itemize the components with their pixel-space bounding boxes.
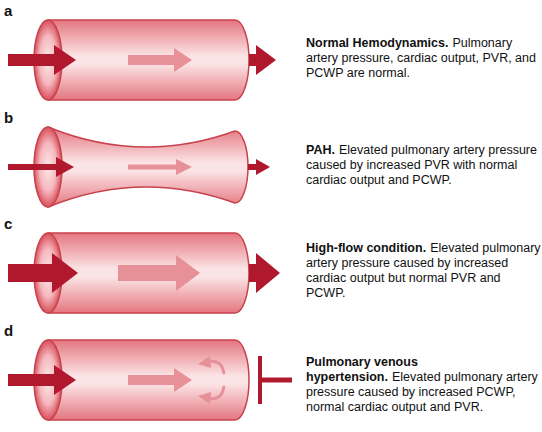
panel-heading: High-flow condition. — [306, 241, 426, 255]
panel-heading: PAH. — [306, 143, 335, 157]
panel-text: Normal Hemodynamics.Pulmonary artery pre… — [306, 36, 542, 81]
panel-text: High-flow condition.Elevated pulmonary a… — [306, 241, 542, 301]
panel-text: PAH.Elevated pulmonary artery pressure c… — [306, 143, 542, 188]
vessel-normal — [8, 20, 276, 100]
panel-description: Elevated pulmonary artery pressure cause… — [306, 143, 537, 187]
panel-letter: c — [4, 216, 12, 232]
panel-text: Pulmonary venous hypertension.Elevated p… — [306, 355, 542, 415]
panel-letter: b — [4, 110, 13, 126]
panel-letter: a — [4, 3, 12, 19]
panel-heading: Normal Hemodynamics. — [306, 36, 448, 50]
vessel-constricted — [8, 127, 270, 207]
panel-letter: d — [4, 323, 13, 339]
vessel-high-flow — [8, 233, 280, 313]
vessel-venous — [8, 340, 292, 420]
